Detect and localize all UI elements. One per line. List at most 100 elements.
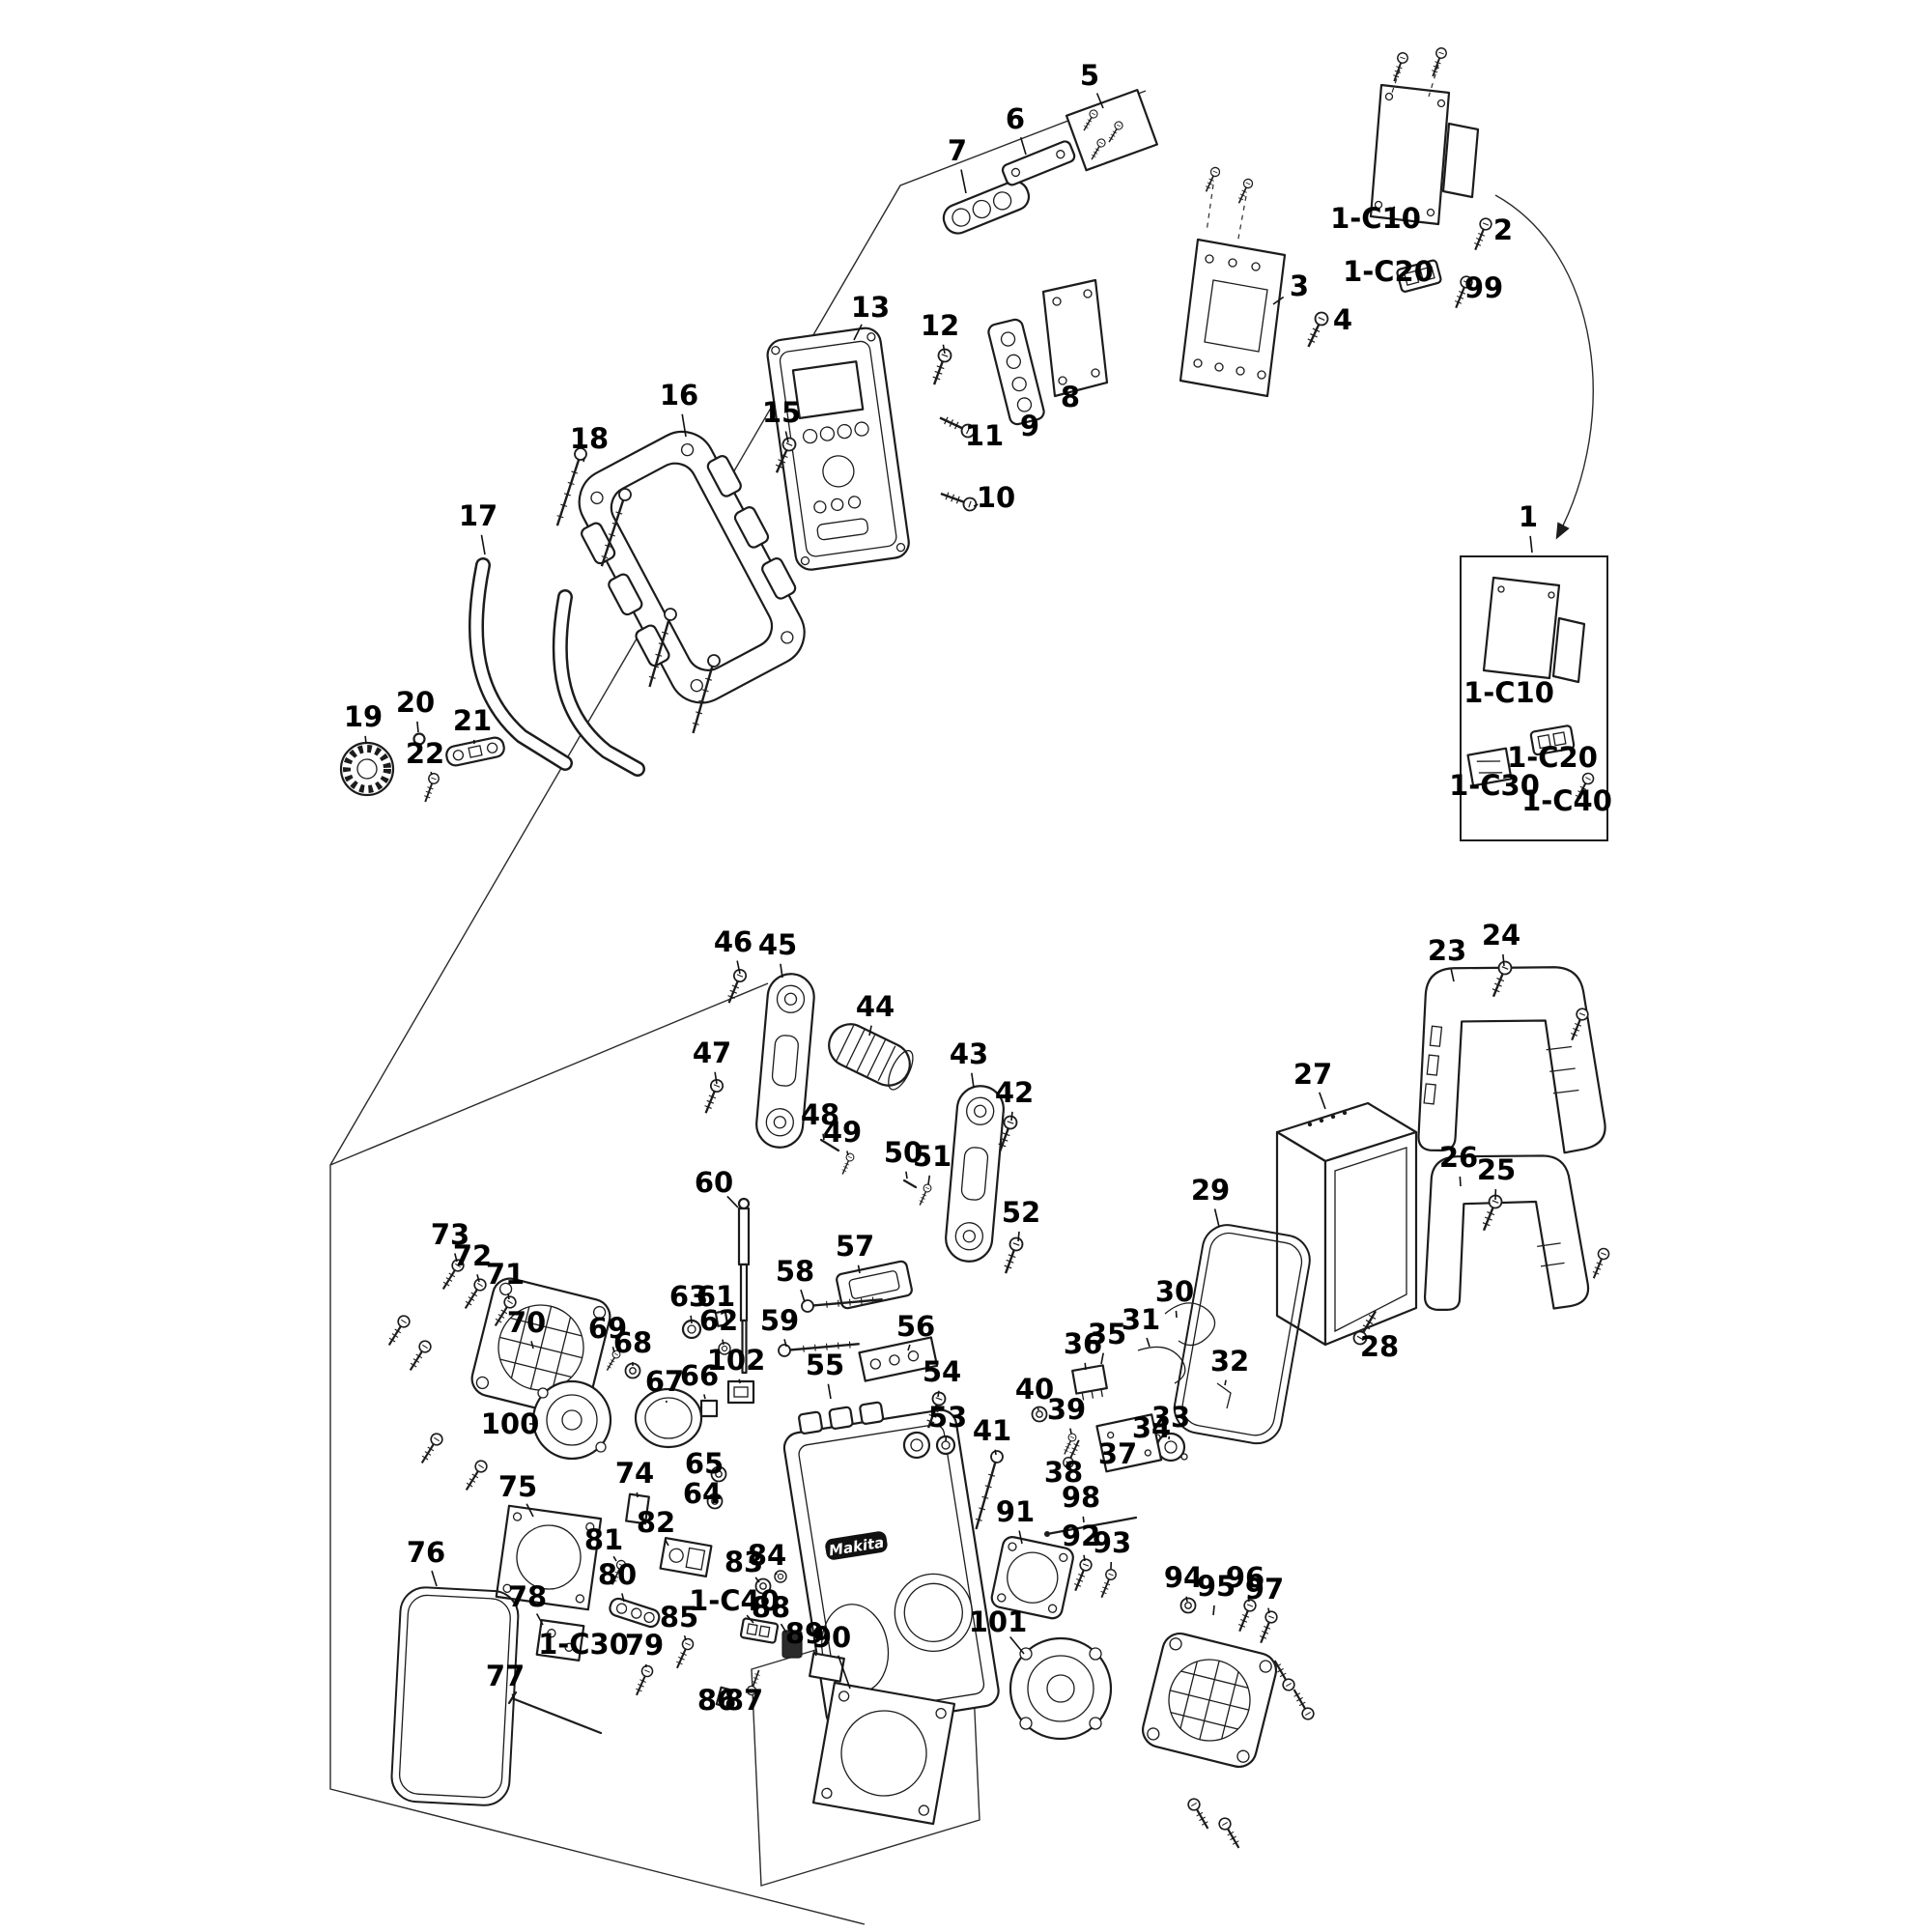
leader-line-70 xyxy=(530,1341,534,1350)
part-label-25: 25 xyxy=(1477,1153,1516,1186)
pin-part50 xyxy=(902,1179,918,1189)
knob-part19 xyxy=(339,741,395,797)
part-label-1-C30: 1-C30 xyxy=(1449,769,1540,802)
part-label-79: 79 xyxy=(625,1629,664,1662)
part-label-5: 5 xyxy=(1080,59,1099,92)
screw-icon-97 xyxy=(1254,1608,1280,1646)
part-label-56: 56 xyxy=(896,1310,935,1343)
speaker-part101 xyxy=(1009,1636,1113,1741)
part-label-91: 91 xyxy=(996,1495,1035,1528)
leader-line-1 xyxy=(1529,535,1533,554)
part-label-4: 4 xyxy=(1333,303,1352,336)
button-strip-part7 xyxy=(942,180,1031,235)
part-label-21: 21 xyxy=(453,704,492,737)
plate-part6 xyxy=(1001,140,1076,186)
leader-line-36 xyxy=(1084,1362,1087,1371)
screw-icon xyxy=(415,1430,446,1467)
part-label-34: 34 xyxy=(1132,1411,1171,1444)
part-label-83: 83 xyxy=(724,1546,763,1578)
part-label-99: 99 xyxy=(1464,271,1503,304)
pcb-part3 xyxy=(1179,238,1287,398)
leader-line-1-C40 xyxy=(746,1614,754,1624)
speaker-part100 xyxy=(531,1379,612,1461)
leader-line-78 xyxy=(535,1613,544,1626)
leader-line-52 xyxy=(1017,1231,1020,1242)
screw-icon xyxy=(1215,1814,1245,1852)
part-label-61: 61 xyxy=(696,1280,735,1313)
leader-line-80 xyxy=(621,1593,625,1603)
leader-line-56 xyxy=(907,1344,911,1351)
part-label-67: 67 xyxy=(645,1365,684,1398)
part-label-16: 16 xyxy=(660,379,698,412)
leader-line-83 xyxy=(754,1577,760,1583)
part-label-66: 66 xyxy=(680,1359,719,1392)
leader-line-74 xyxy=(636,1492,639,1498)
ring-part67 xyxy=(634,1387,703,1449)
screw-icon xyxy=(1184,1795,1214,1833)
part-label-75: 75 xyxy=(498,1470,537,1503)
leader-line-49 xyxy=(846,1151,849,1156)
leader-line-7 xyxy=(960,169,967,194)
part-label-8: 8 xyxy=(1061,381,1080,413)
block-part102 xyxy=(726,1379,755,1405)
part-label-96: 96 xyxy=(1226,1561,1264,1594)
part-label-18: 18 xyxy=(570,422,609,455)
leader-line-55 xyxy=(827,1383,832,1400)
screw-icon xyxy=(1288,1686,1318,1723)
screw-icon-2 xyxy=(1468,215,1494,253)
part-label-94: 94 xyxy=(1164,1561,1203,1594)
screw-icon-22 xyxy=(419,771,441,805)
leader-line-66 xyxy=(703,1394,706,1400)
leader-line-13 xyxy=(853,324,863,341)
screw-icon-85 xyxy=(670,1635,696,1672)
screw-icon-93 xyxy=(1095,1567,1119,1601)
part-label-1-C10: 1-C10 xyxy=(1330,202,1421,235)
housing-part55: Makita xyxy=(782,1401,1000,1730)
part-label-57: 57 xyxy=(836,1230,874,1263)
screw-icon-10 xyxy=(937,486,980,514)
leader-line-73 xyxy=(454,1253,458,1263)
part-label-69: 69 xyxy=(588,1312,627,1345)
screw-icon-51 xyxy=(915,1182,933,1208)
leader-line-5 xyxy=(1095,93,1104,109)
screw-icon-52 xyxy=(998,1235,1026,1277)
leader-line-24 xyxy=(1502,953,1505,967)
leader-line-3 xyxy=(1272,296,1285,305)
part-label-52: 52 xyxy=(1002,1196,1040,1229)
plate-part89 xyxy=(809,1652,845,1683)
leader-line-15 xyxy=(784,431,789,443)
ring-part20 xyxy=(412,732,426,746)
part-label-82: 82 xyxy=(637,1506,675,1539)
part-label-1: 1 xyxy=(1519,500,1538,533)
part-label-19: 19 xyxy=(344,700,383,733)
plate-part37 xyxy=(1095,1413,1163,1473)
gasket-part29 xyxy=(1173,1224,1311,1445)
part-label-74: 74 xyxy=(615,1457,654,1490)
part-label-53: 53 xyxy=(928,1401,967,1434)
part-label-39: 39 xyxy=(1047,1393,1086,1426)
grille-part95 xyxy=(1141,1632,1278,1769)
leader-line-41 xyxy=(994,1449,997,1456)
part-label-77: 77 xyxy=(486,1660,525,1692)
part-label-26: 26 xyxy=(1439,1141,1478,1174)
part-label-73: 73 xyxy=(431,1218,469,1251)
part-label-48: 48 xyxy=(801,1098,839,1131)
part-label-85: 85 xyxy=(660,1601,698,1634)
part-label-15: 15 xyxy=(762,396,801,429)
tip-part61 xyxy=(714,1310,729,1327)
leader-line-29 xyxy=(1213,1208,1220,1228)
assembly-arrow xyxy=(1494,194,1594,540)
leader-line-23 xyxy=(1450,969,1455,982)
screw-icon xyxy=(404,1337,435,1375)
bracket-part23 xyxy=(1417,966,1606,1154)
leader-line-30 xyxy=(1175,1310,1178,1319)
part-label-1-C40: 1-C40 xyxy=(1521,784,1612,817)
leader-line-39 xyxy=(1069,1428,1072,1435)
part-label-76: 76 xyxy=(407,1536,445,1569)
part-label-42: 42 xyxy=(995,1076,1034,1109)
part-label-1-C40: 1-C40 xyxy=(689,1584,780,1617)
leader-line-51 xyxy=(927,1175,931,1185)
